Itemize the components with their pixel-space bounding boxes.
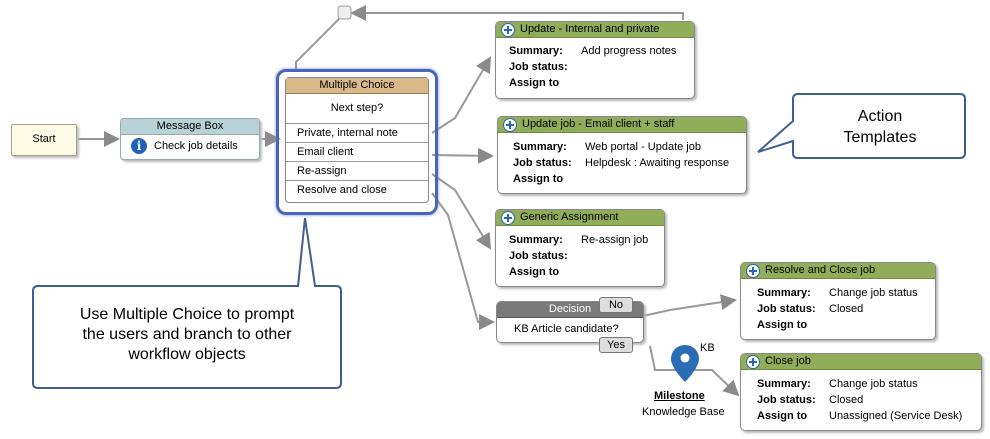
- summary-value: Add progress notes: [581, 45, 677, 57]
- callout-line: the users and branch to other: [82, 326, 292, 343]
- start-node[interactable]: Start: [11, 124, 77, 156]
- add-template-icon: [501, 23, 515, 37]
- status-label: Job status:: [757, 394, 816, 406]
- decision-no-label[interactable]: No: [599, 297, 633, 313]
- template-title: Update job - Email client + staff: [522, 118, 675, 130]
- status-value: Closed: [829, 394, 864, 406]
- connector-private-note: [431, 56, 492, 134]
- message-box-title: Message Box: [121, 119, 259, 135]
- summary-label: Summary:: [757, 287, 811, 299]
- start-label: Start: [32, 133, 56, 145]
- status-label: Job status:: [509, 250, 568, 262]
- map-pin-icon: [671, 345, 699, 382]
- action-templates-callout-shape: [757, 93, 966, 159]
- message-box-node[interactable]: Message Box i Check job details: [120, 118, 260, 160]
- choice-option-email-client[interactable]: Email client: [286, 142, 428, 161]
- assign-label: Assign to: [513, 173, 564, 185]
- add-template-icon: [746, 355, 760, 369]
- template-update-internal[interactable]: Update - Internal and private Summary: A…: [495, 21, 695, 99]
- summary-value: Re-assign job: [581, 234, 649, 246]
- connector-reassign: [431, 173, 492, 250]
- choice-option-resolve-close[interactable]: Resolve and close: [286, 180, 428, 199]
- add-template-icon: [501, 211, 515, 225]
- summary-value: Web portal - Update job: [585, 141, 701, 153]
- template-close-job[interactable]: Close job Summary: Change job status Job…: [740, 353, 982, 431]
- add-template-icon: [746, 264, 760, 278]
- status-value: Helpdesk : Awaiting response: [585, 157, 730, 169]
- multiple-choice-node[interactable]: Multiple Choice Next step? Private, inte…: [285, 77, 429, 203]
- milestone-tag: KB: [700, 342, 715, 354]
- decision-question: KB Article candidate?: [514, 323, 619, 335]
- template-resolve-close[interactable]: Resolve and Close job Summary: Change jo…: [740, 262, 936, 340]
- multiple-choice-callout-shape: [32, 217, 342, 389]
- multiple-choice-callout: Use Multiple Choice to prompt the users …: [35, 305, 339, 365]
- callout-line: workflow objects: [128, 346, 246, 363]
- milestone-title[interactable]: Milestone: [654, 390, 705, 402]
- add-template-icon: [503, 118, 517, 132]
- loop-node: [337, 5, 352, 20]
- multiple-choice-title: Multiple Choice: [286, 78, 428, 94]
- connector-decision-no: [642, 294, 737, 317]
- status-value: Closed: [829, 303, 864, 315]
- callout-line: Action: [857, 108, 903, 125]
- info-icon: i: [131, 138, 147, 154]
- summary-value: Change job status: [829, 287, 918, 299]
- assign-label: Assign to: [509, 266, 560, 278]
- template-title: Resolve and Close job: [765, 264, 876, 276]
- milestone-subtitle: Knowledge Base: [642, 406, 725, 418]
- choice-option-private-note[interactable]: Private, internal note: [286, 123, 428, 142]
- template-title: Update - Internal and private: [520, 23, 660, 35]
- assign-value: Unassigned (Service Desk): [829, 410, 963, 422]
- template-title: Close job: [765, 355, 811, 367]
- decision-yes-label[interactable]: Yes: [599, 337, 633, 353]
- connector-resolve: [431, 192, 495, 330]
- status-label: Job status:: [757, 303, 816, 315]
- assign-label: Assign to: [757, 319, 808, 331]
- multiple-choice-highlight: [276, 69, 438, 215]
- template-generic-assignment[interactable]: Generic Assignment Summary: Re-assign jo…: [495, 209, 665, 287]
- connector-choice-loop-up: [295, 13, 344, 72]
- message-box-text: Check job details: [154, 140, 238, 152]
- assign-label: Assign to: [509, 77, 560, 89]
- multiple-choice-question: Next step?: [330, 102, 384, 114]
- callout-line: Use Multiple Choice to prompt: [79, 306, 295, 323]
- status-label: Job status:: [509, 61, 568, 73]
- action-templates-callout: Action Templates: [800, 106, 960, 148]
- summary-value: Change job status: [829, 378, 918, 390]
- summary-label: Summary:: [509, 234, 563, 246]
- summary-label: Summary:: [513, 141, 567, 153]
- choice-option-reassign[interactable]: Re-assign: [286, 161, 428, 180]
- callout-line: Templates: [843, 129, 917, 146]
- assign-label: Assign to: [757, 410, 808, 422]
- connector-loop-return: [350, 5, 684, 21]
- connector-email-client: [431, 147, 494, 164]
- status-label: Job status:: [513, 157, 572, 169]
- summary-label: Summary:: [757, 378, 811, 390]
- template-update-email[interactable]: Update job - Email client + staff Summar…: [497, 116, 747, 194]
- template-title: Generic Assignment: [520, 211, 619, 223]
- summary-label: Summary:: [509, 45, 563, 57]
